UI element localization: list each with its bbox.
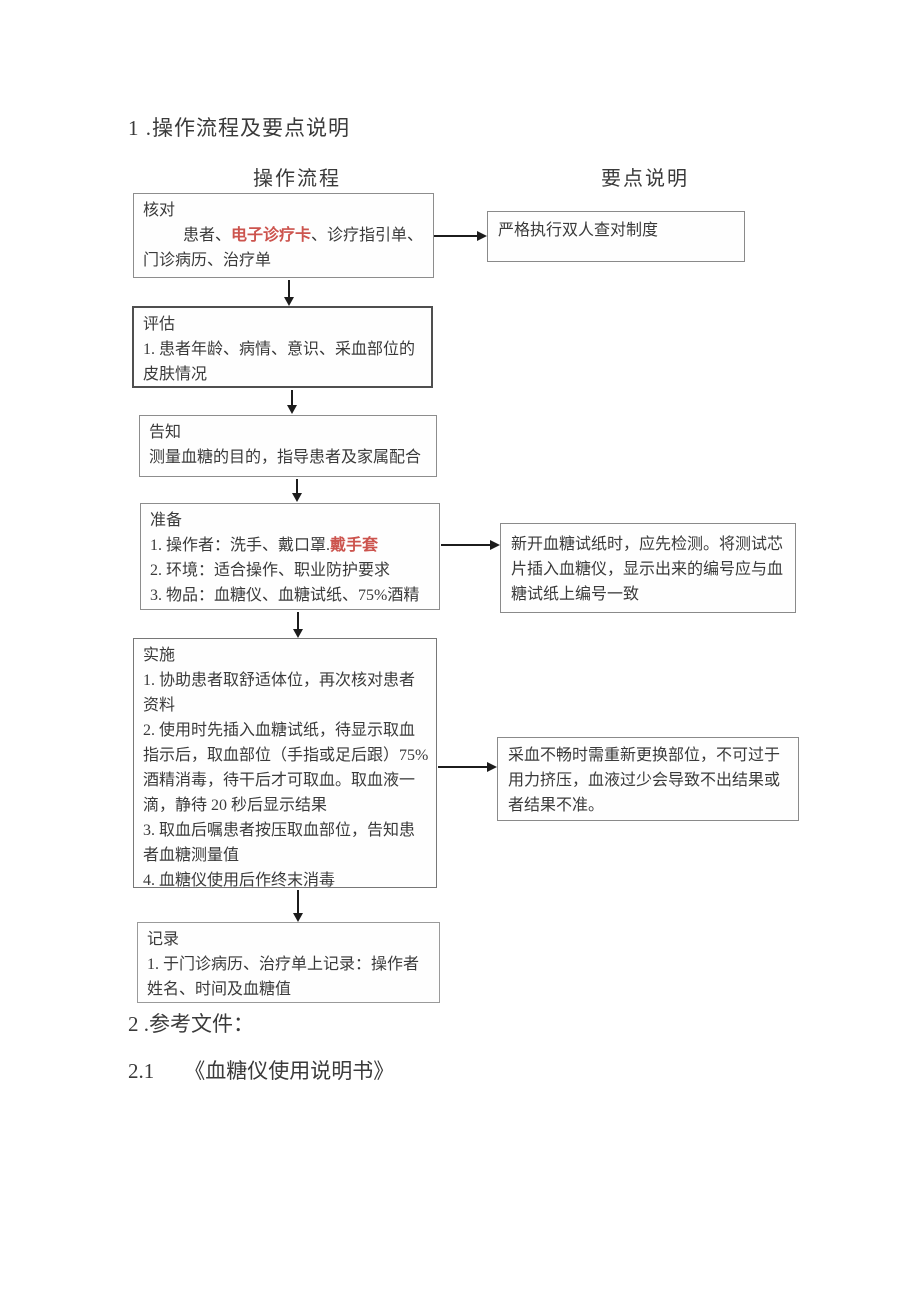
flow-box-assess-heading: 评估 xyxy=(143,316,176,333)
reference-item: 2.1 《血糖仪使用说明书》 xyxy=(128,1055,394,1085)
implement-line-1: 1. 协助患者取舒适体位，再次核对患者 xyxy=(143,672,416,689)
flow-box-assess-line3: 皮肤情况 xyxy=(143,366,208,383)
flow-box-check-line3: 门诊病历、治疗单 xyxy=(143,252,272,269)
flow-box-inform-heading: 告知 xyxy=(149,424,182,441)
note3-line2: 用力挤压，血液过少会导致不出结果或 xyxy=(508,772,781,789)
implement-line-5: 酒精消毒，待干后才可取血。取血液一 xyxy=(143,772,416,789)
flow-box-prepare: 准备 1. 操作者：洗手、戴口罩.戴手套 2. 环境：适合操作、职业防护要求 3… xyxy=(140,503,440,610)
implement-line-6: 滴，静待 20 秒后显示结果 xyxy=(143,797,328,814)
prepare-line2-red-text: 戴手套 xyxy=(330,537,379,554)
flow-box-assess: 评估 1. 患者年龄、病情、意识、采血部位的 皮肤情况 xyxy=(132,306,433,388)
note2-line2: 片插入血糖仪，显示出来的编号应与血 xyxy=(511,561,784,578)
flow-box-record-heading: 记录 xyxy=(147,931,180,948)
note1-line1: 严格执行双人查对制度 xyxy=(498,222,659,239)
down-arrow-assess-to-inform xyxy=(287,390,297,414)
reference-item-text: 《血糖仪使用说明书》 xyxy=(184,1059,395,1083)
flow-box-implement: 实施 1. 协助患者取舒适体位，再次核对患者 资料 2. 使用时先插入血糖试纸，… xyxy=(133,638,437,889)
flow-box-check: 核对 患者、电子诊疗卡、诊疗指引单、 门诊病历、治疗单 xyxy=(133,193,434,278)
flow-box-inform: 告知 测量血糖的目的，指导患者及家属配合 xyxy=(139,415,437,477)
check-line2-red-text: 电子诊疗卡 xyxy=(231,227,312,244)
check-line2-pre: 患者、 xyxy=(183,227,232,244)
page-title: 1 .操作流程及要点说明 xyxy=(128,116,350,140)
reference-item-number: 2.1 xyxy=(128,1059,155,1083)
down-arrow-inform-to-prepare xyxy=(292,479,302,502)
flow-box-inform-line2: 测量血糖的目的，指导患者及家属配合 xyxy=(149,449,422,466)
right-arrow-implement-to-note xyxy=(438,762,497,772)
flow-box-prepare-heading: 准备 xyxy=(150,512,183,529)
column-header-operation-flow: 操作流程 xyxy=(253,168,341,190)
down-arrow-implement-to-record xyxy=(293,890,303,922)
note-box-double-check: 严格执行双人查对制度 xyxy=(487,211,745,262)
implement-line-7: 3. 取血后嘱患者按压取血部位，告知患 xyxy=(143,822,416,839)
down-arrow-prepare-to-implement xyxy=(293,612,303,638)
implement-line-9: 4. 血糖仪使用后作终末消毒 xyxy=(143,872,336,889)
implement-line-3: 2. 使用时先插入血糖试纸，待显示取血 xyxy=(143,722,416,739)
note-box-test-strip: 新开血糖试纸时，应先检测。将测试芯 片插入血糖仪，显示出来的编号应与血 糖试纸上… xyxy=(500,523,796,613)
note-box-blood-sampling: 采血不畅时需重新更换部位，不可过于 用力挤压，血液过少会导致不出结果或 者结果不… xyxy=(497,737,799,821)
flow-box-prepare-line2: 1. 操作者：洗手、戴口罩.戴手套 xyxy=(150,533,433,558)
flow-box-record-line3: 姓名、时间及血糖值 xyxy=(147,981,292,998)
flow-box-check-line2: 患者、电子诊疗卡、诊疗指引单、 xyxy=(143,223,427,248)
note3-line1: 采血不畅时需重新更换部位，不可过于 xyxy=(508,747,781,764)
note2-line3: 糖试纸上编号一致 xyxy=(511,586,640,603)
flow-box-prepare-line4: 3. 物品：血糖仪、血糖试纸、75%酒精 xyxy=(150,587,420,604)
down-arrow-check-to-assess xyxy=(284,280,294,306)
right-arrow-prepare-to-note xyxy=(441,540,500,550)
prepare-line2-pre: 1. 操作者：洗手、戴口罩. xyxy=(150,537,331,554)
flow-box-prepare-line3: 2. 环境：适合操作、职业防护要求 xyxy=(150,562,391,579)
check-line2-post: 、诊疗指引单、 xyxy=(311,227,424,244)
flow-box-record-line2: 1. 于门诊病历、治疗单上记录：操作者 xyxy=(147,956,420,973)
right-arrow-check-to-note xyxy=(434,231,487,241)
column-header-key-points: 要点说明 xyxy=(601,168,689,190)
note3-line3: 者结果不准。 xyxy=(508,797,605,814)
flow-box-assess-line2: 1. 患者年龄、病情、意识、采血部位的 xyxy=(143,341,416,358)
implement-line-4: 指示后，取血部位（手指或足后跟）75% xyxy=(143,747,429,764)
flow-box-check-heading: 核对 xyxy=(143,202,176,219)
implement-line-8: 者血糖测量值 xyxy=(143,847,240,864)
implement-line-2: 资料 xyxy=(143,697,176,714)
note2-line1: 新开血糖试纸时，应先检测。将测试芯 xyxy=(511,536,784,553)
references-heading: 2 .参考文件： xyxy=(128,1012,254,1036)
flow-box-record: 记录 1. 于门诊病历、治疗单上记录：操作者 姓名、时间及血糖值 xyxy=(137,922,440,1003)
flow-box-implement-heading: 实施 xyxy=(143,647,176,664)
